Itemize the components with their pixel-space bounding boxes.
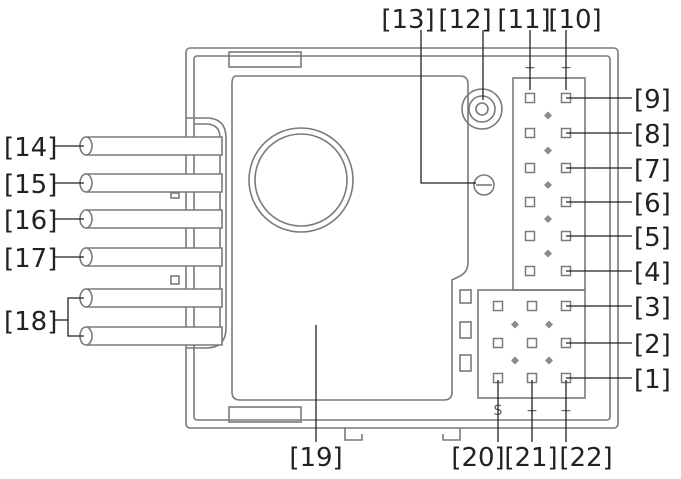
label-19: [19] bbox=[289, 443, 342, 473]
label-13: [13] bbox=[381, 5, 434, 35]
cable-1 bbox=[86, 136, 223, 156]
main-sensor-inner bbox=[254, 133, 348, 227]
terminal-upper-1-1 bbox=[524, 92, 536, 104]
side-connector-3 bbox=[459, 354, 472, 372]
bottom-clip-right bbox=[442, 428, 461, 441]
callout-labels: [1] [2] [3] [4] [5] [6] [7] [8] [9] [10]… bbox=[4, 5, 671, 473]
diamond-lower-b-2 bbox=[545, 356, 553, 365]
label-10: [10] bbox=[548, 5, 601, 35]
label-3: [3] bbox=[634, 293, 671, 323]
diamond-lower-a-2 bbox=[511, 356, 519, 365]
diamond-lower-b-1 bbox=[545, 320, 553, 329]
label-17: [17] bbox=[4, 244, 57, 274]
side-connector-2 bbox=[459, 321, 472, 339]
bottom-tab bbox=[228, 406, 302, 423]
leader-lines bbox=[54, 30, 632, 442]
housing-inner bbox=[193, 55, 611, 421]
label-8: [8] bbox=[634, 120, 671, 150]
diamond-upper-2 bbox=[544, 146, 552, 155]
bottom-clip-left bbox=[344, 428, 363, 441]
label-4: [4] bbox=[634, 258, 671, 288]
terminal-upper-5-1 bbox=[524, 230, 536, 242]
label-5: [5] bbox=[634, 223, 671, 253]
cable-5 bbox=[86, 288, 223, 308]
terminal-lower-1-2 bbox=[526, 300, 538, 312]
terminal-upper-6-1 bbox=[524, 265, 536, 277]
terminal-upper-3-1 bbox=[524, 162, 536, 174]
potentiometer-knob bbox=[475, 102, 489, 116]
label-2: [2] bbox=[634, 330, 671, 360]
label-11: [11] bbox=[497, 5, 550, 35]
terminal-upper-2-1 bbox=[524, 127, 536, 139]
label-7: [7] bbox=[634, 155, 671, 185]
label-14: [14] bbox=[4, 133, 57, 163]
cable-gland-inner bbox=[194, 123, 221, 343]
terminal-lower-2-1 bbox=[492, 337, 504, 349]
main-sensor bbox=[248, 127, 354, 233]
terminal-lower-1-1 bbox=[492, 300, 504, 312]
indicator-led bbox=[473, 174, 495, 196]
terminal-upper-4-1 bbox=[524, 196, 536, 208]
terminal-diamonds bbox=[511, 111, 553, 365]
cable-3 bbox=[86, 209, 223, 229]
cable-4 bbox=[86, 247, 223, 267]
label-9: [9] bbox=[634, 85, 671, 115]
diamond-upper-1 bbox=[544, 111, 552, 120]
cable-gland bbox=[186, 117, 227, 349]
top-tab bbox=[228, 51, 302, 68]
housing bbox=[170, 47, 619, 441]
gland-feature-1 bbox=[170, 192, 180, 199]
cover-plate bbox=[231, 75, 469, 401]
diamond-upper-4 bbox=[544, 215, 552, 223]
cable-6 bbox=[86, 326, 223, 346]
housing-outer bbox=[185, 47, 619, 429]
terminal-lower-2-2 bbox=[526, 337, 538, 349]
diamond-lower-a-1 bbox=[511, 320, 519, 329]
label-12: [12] bbox=[438, 5, 491, 35]
potentiometer bbox=[461, 88, 503, 130]
diamond-upper-5 bbox=[544, 249, 552, 258]
potentiometer-ring bbox=[468, 95, 496, 123]
diamond-upper-3 bbox=[544, 181, 552, 189]
terminals bbox=[492, 92, 572, 384]
label-15: [15] bbox=[4, 170, 57, 200]
label-16: [16] bbox=[4, 206, 57, 236]
label-1: [1] bbox=[634, 365, 671, 395]
cables bbox=[79, 136, 223, 346]
label-18: [18] bbox=[4, 307, 57, 337]
cable-2 bbox=[86, 173, 223, 193]
gland-feature-2 bbox=[170, 275, 180, 285]
side-connector-1 bbox=[459, 289, 472, 304]
label-6: [6] bbox=[634, 189, 671, 219]
label-22: [22] bbox=[559, 443, 612, 473]
label-21: [21] bbox=[504, 443, 557, 473]
label-20: [20] bbox=[451, 443, 504, 473]
